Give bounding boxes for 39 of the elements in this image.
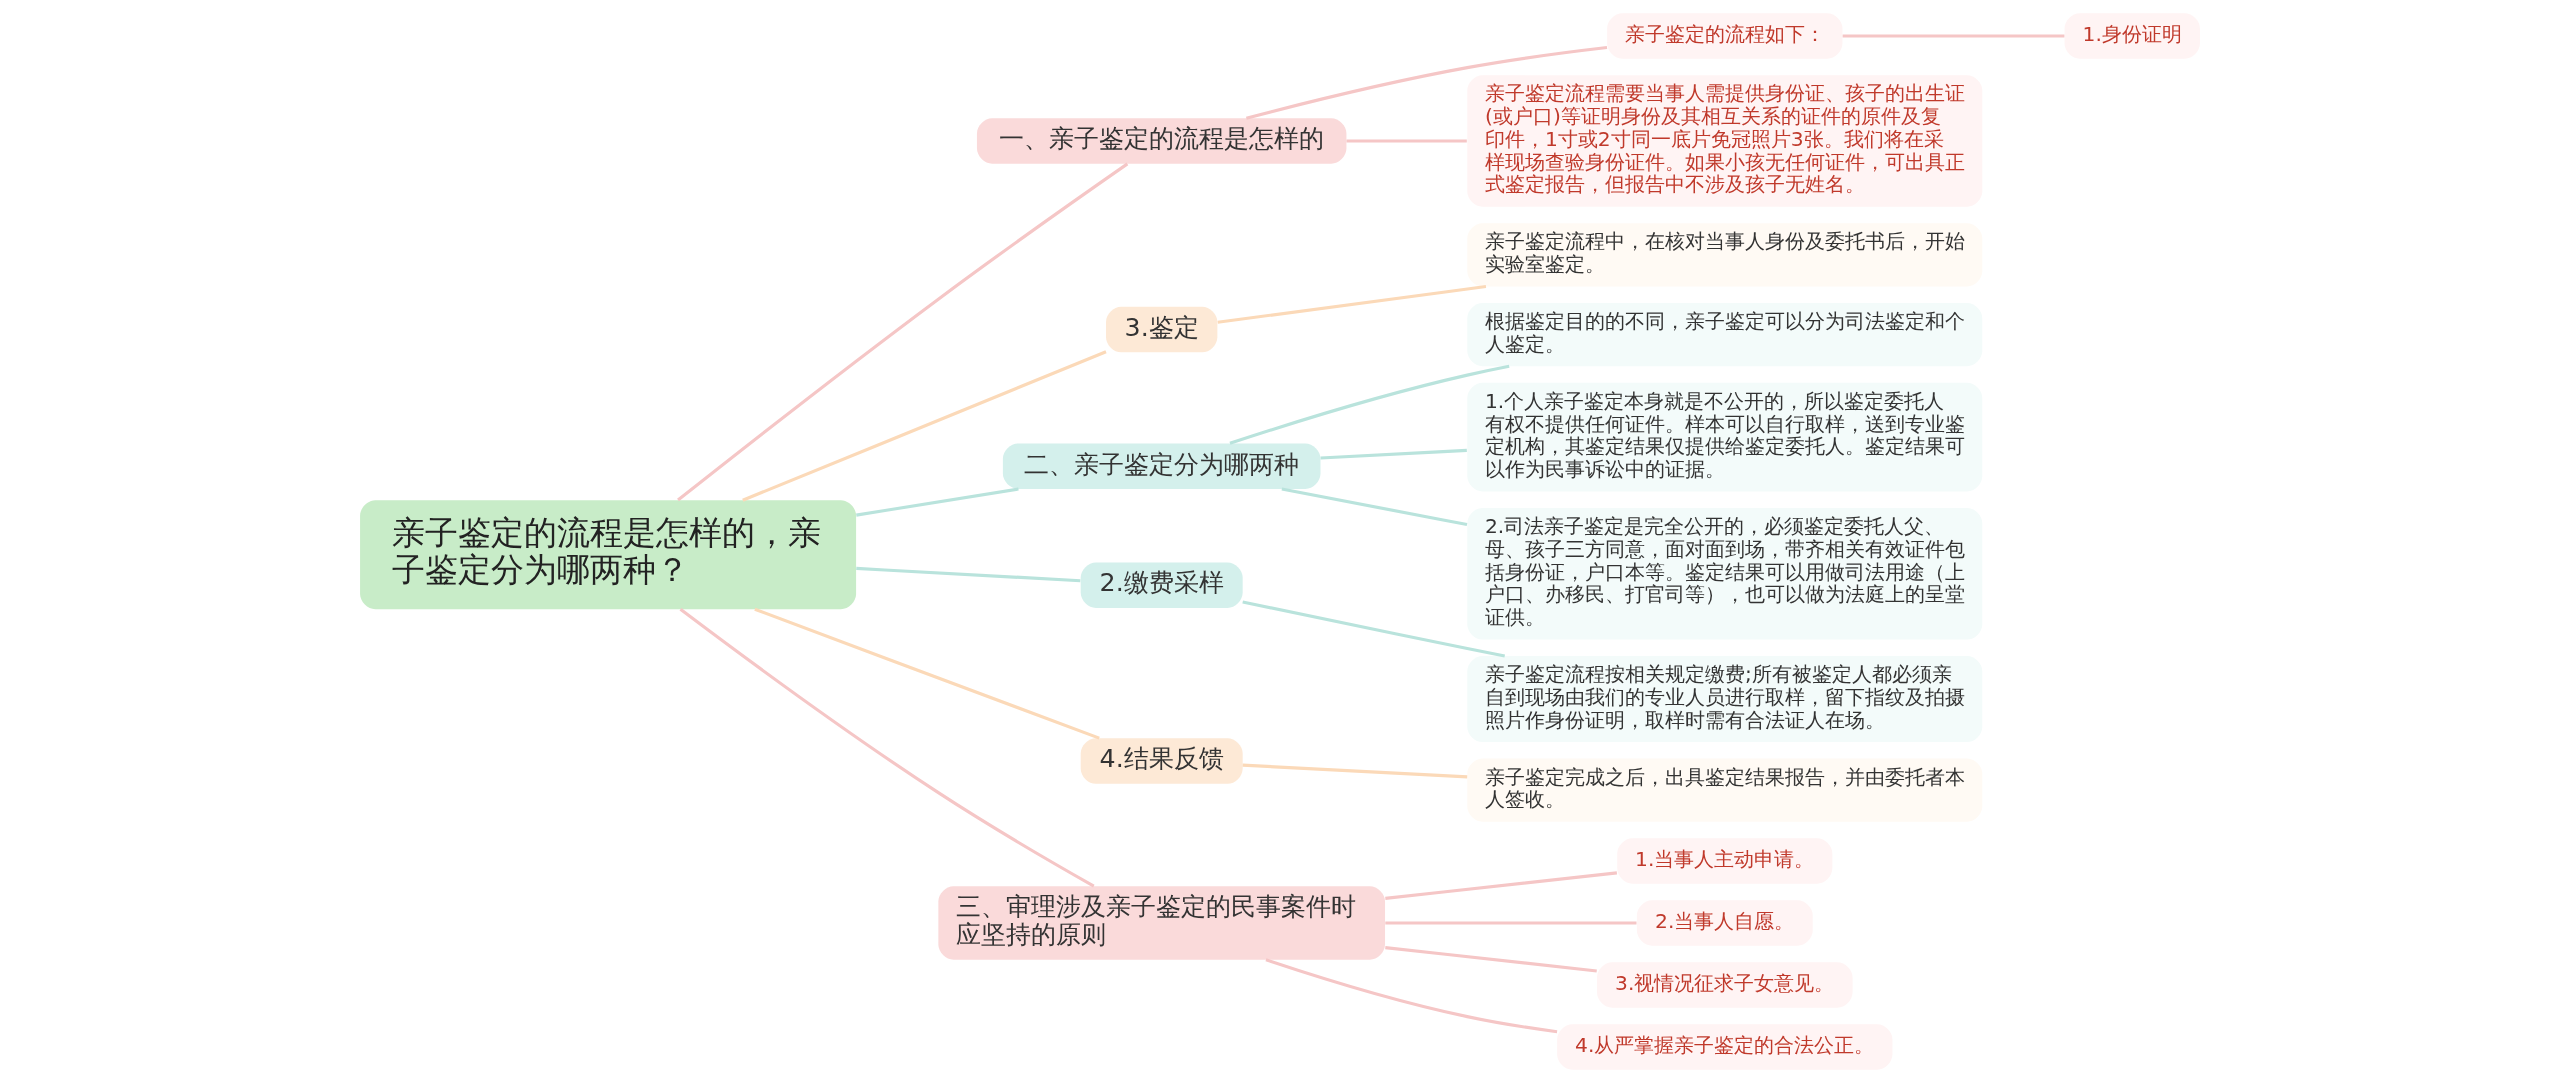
connector: [679, 608, 1095, 888]
connector: [742, 350, 1107, 502]
connector: [677, 162, 1129, 502]
node-box: 1.个人亲子鉴定本身就是不公开的，所以鉴定委托人有权不提供任何证件。样本可以自行取样，送到专业鉴定机构，其鉴定结果仅提供给鉴定委托人。鉴定结果可以作为民事诉讼中的证据。: [1467, 382, 1983, 492]
node-box: 3.视情况征求子女意见。: [1597, 962, 1853, 1008]
connector: [1385, 921, 1637, 925]
node-box: 亲子鉴定完成之后，出具鉴定结果报告，并由委托者本人签收。: [1467, 758, 1983, 822]
node-box: 一、亲子鉴定的流程是怎样的: [976, 118, 1347, 164]
node-box: 亲子鉴定流程按相关规定缴费;所有被鉴定人都必须亲自到现场由我们的专业人员进行取样，留下指纹及拍摄照片作身份证明，取样时需有合法证人在场。: [1467, 656, 1983, 743]
node-box: 亲子鉴定的流程如下：: [1607, 13, 1843, 59]
connector: [856, 487, 1019, 517]
node-box: 3.鉴定: [1106, 306, 1218, 353]
connector: [1217, 284, 1487, 324]
connector: [856, 566, 1081, 583]
connector: [1320, 448, 1467, 460]
node-box: 4.从严掌握亲子鉴定的合法公正。: [1557, 1024, 1893, 1070]
node-box: 2.当事人自愿。: [1636, 900, 1813, 946]
connector: [1346, 139, 1467, 143]
node-box: 根据鉴定目的的不同，亲子鉴定可以分为司法鉴定和个人鉴定。: [1467, 302, 1983, 367]
connector: [1385, 871, 1618, 900]
node-box: 2.缴费采样: [1080, 562, 1243, 608]
node-box: 二、亲子鉴定分为哪两种: [1002, 443, 1321, 489]
connector: [1385, 946, 1597, 973]
connector: [1281, 487, 1468, 527]
connector: [1245, 45, 1608, 120]
node-box: 1.当事人主动申请。: [1617, 838, 1833, 884]
node-box: 三、审理涉及亲子鉴定的民事案件时应坚持的原则: [938, 886, 1386, 960]
connector: [1265, 958, 1558, 1034]
node-box: 1.身份证明: [2064, 13, 2200, 59]
connector: [754, 607, 1100, 740]
node-box: 亲子鉴定流程需要当事人需提供身份证、孩子的出生证(或户口)等证明身份及其相互关系的证件的原件及复印件，1寸或2寸同一底片免冠照片3张。我们将在采样现场查验身份证件。如果小孩无任何证件，可出具正式鉴定报告，但报告中不涉及孩子无姓名。: [1467, 75, 1983, 207]
connector: [1242, 600, 1506, 658]
node-box: 亲子鉴定流程中，在核对当事人身份及委托书后，开始实验室鉴定。: [1467, 223, 1983, 287]
node-box: 亲子鉴定的流程是怎样的，亲子鉴定分为哪两种？: [360, 500, 857, 610]
connector: [1242, 763, 1468, 779]
node-box: 4.结果反馈: [1080, 738, 1243, 784]
node-box: 2.司法亲子鉴定是完全公开的，必须鉴定委托人父、母、孩子三方同意，面对面到场，带齐相关有效证件包括身份证，户口本等。鉴定结果可以用做司法用途（上户口、办移民、打官司等），也可以做为法庭上的呈堂证供。: [1467, 507, 1983, 640]
connector: [1229, 364, 1510, 445]
connector: [1842, 34, 2065, 38]
